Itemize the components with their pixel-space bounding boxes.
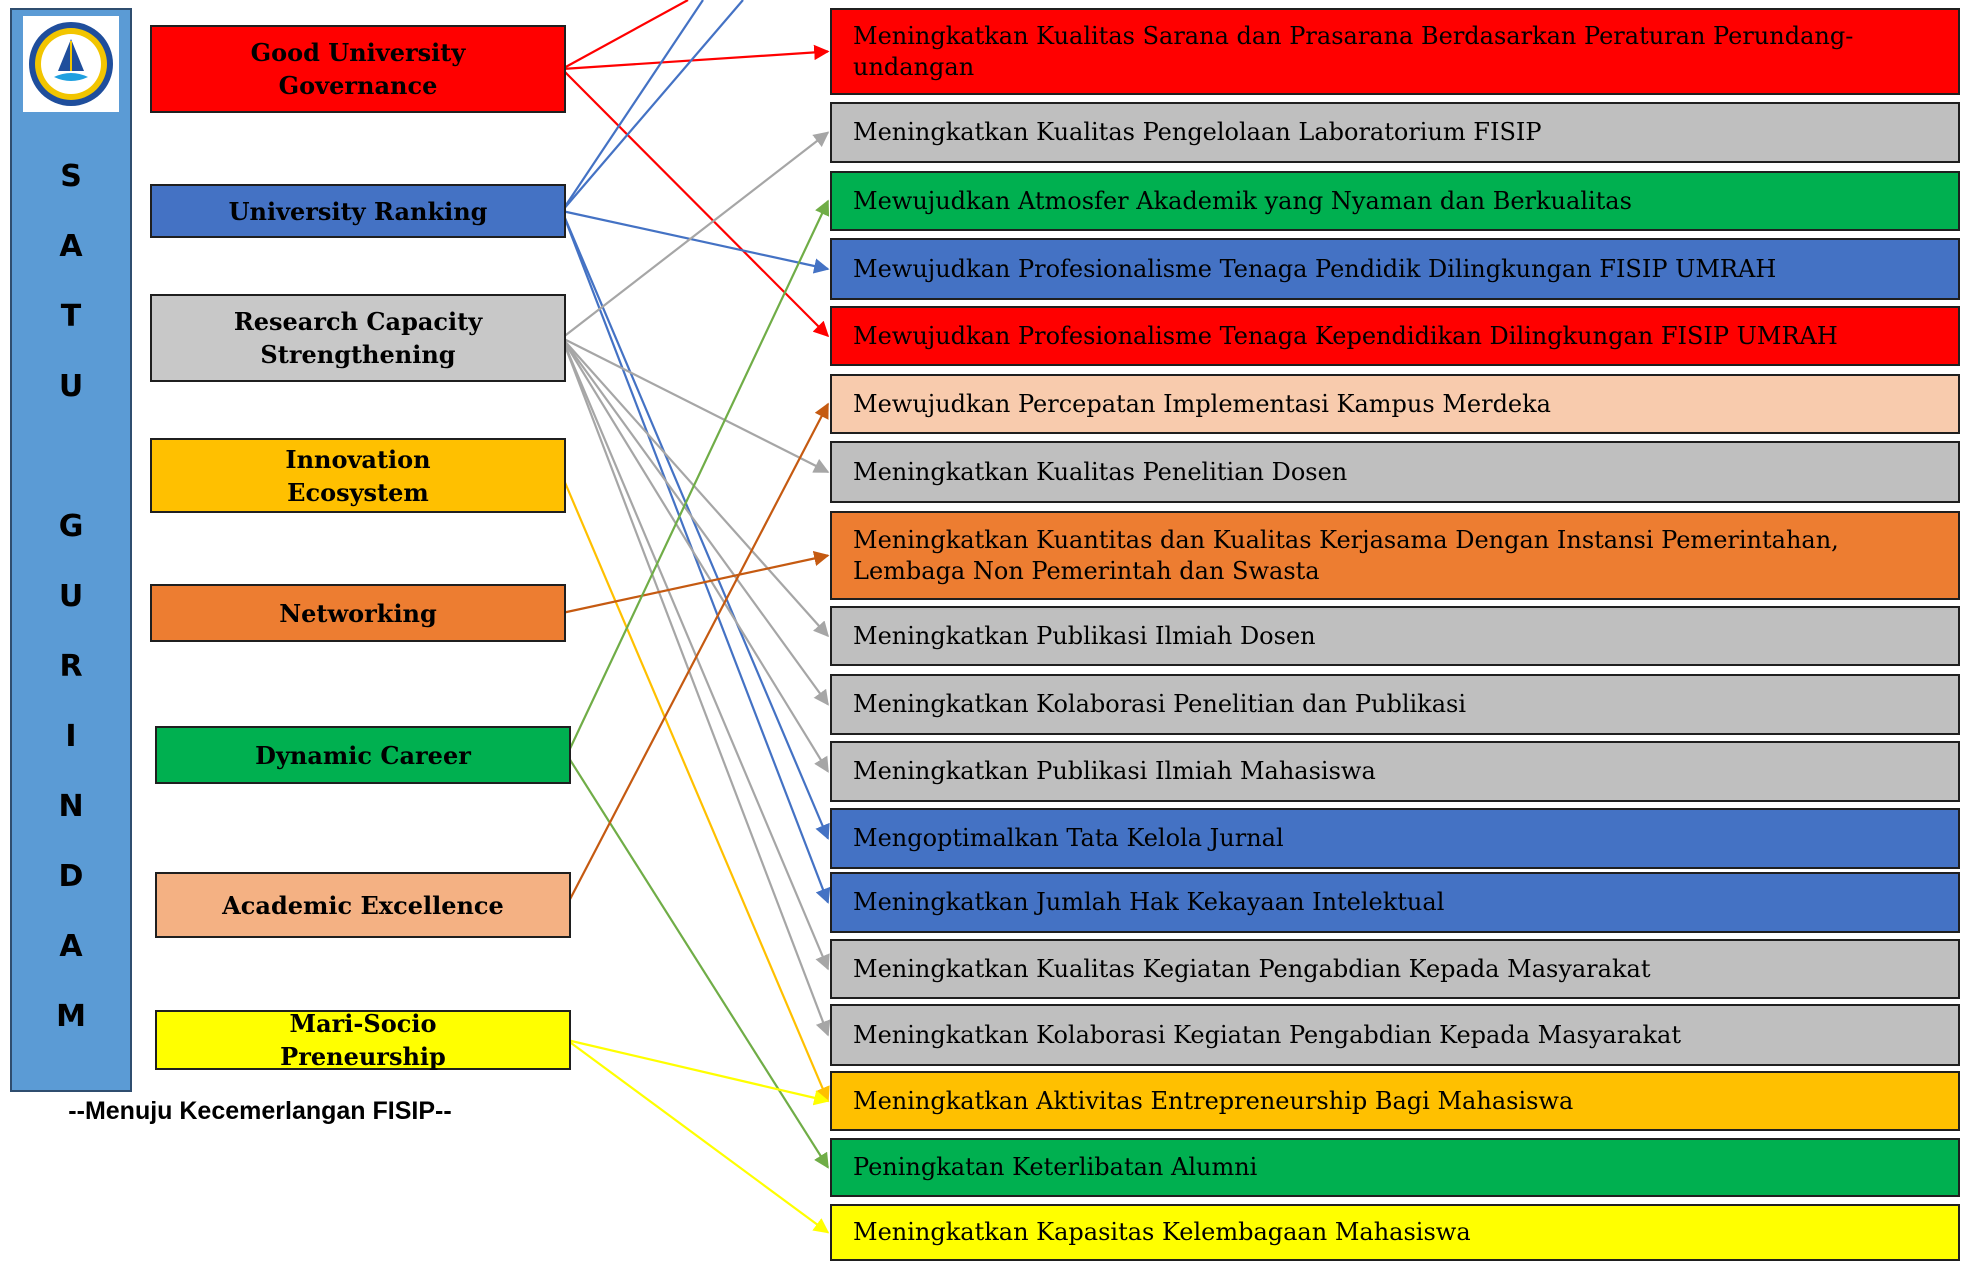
goal-label: Meningkatkan Publikasi Ilmiah Mahasiswa — [853, 757, 1376, 785]
connector-arrow — [566, 402, 829, 906]
goal-label: Mengoptimalkan Tata Kelola Jurnal — [853, 824, 1284, 852]
pillar-label: University Ranking — [228, 196, 488, 226]
goal-label: Meningkatkan Kuantitas dan Kualitas Kerj… — [853, 525, 1839, 585]
connector-arrow — [566, 1039, 830, 1234]
goal-label: Mewujudkan Profesionalisme Tenaga Kepend… — [853, 321, 1838, 350]
motto-letter-a: A — [59, 229, 83, 264]
goal-box: Meningkatkan Kualitas Pengelolaan Labora… — [830, 102, 1960, 163]
connector-arrow — [561, 44, 830, 71]
motto-letter-u: U — [58, 369, 84, 404]
connector-arrow — [561, 0, 744, 212]
connector-arrow — [566, 1038, 830, 1106]
motto-letter-r: R — [59, 649, 83, 684]
connector-arrow — [566, 199, 830, 756]
goal-box: Meningkatkan Publikasi Ilmiah Mahasiswa — [830, 741, 1960, 802]
goal-box: Mewujudkan Profesionalisme Tenaga Pendid… — [830, 238, 1960, 300]
goal-box: Peningkatan Keterlibatan Alumni — [830, 1138, 1960, 1197]
connector-arrow — [561, 550, 830, 615]
motto-letter-space — [12, 422, 130, 492]
pillar-innovation-ecosystem: Innovation Ecosystem — [150, 438, 566, 513]
pillar-research-capacity-strengthening: Research Capacity Strengthening — [150, 294, 566, 382]
motto-letter-t: T — [60, 299, 82, 334]
motto-letter-a: A — [59, 929, 83, 964]
goal-box: Meningkatkan Jumlah Hak Kekayaan Intelek… — [830, 872, 1960, 933]
goal-label: Meningkatkan Kualitas Pengelolaan Labora… — [853, 118, 1542, 146]
connector-arrow — [560, 210, 831, 904]
university-seal-icon — [23, 16, 119, 112]
connector-arrow — [561, 337, 830, 473]
motto-letter-i: I — [65, 719, 77, 754]
motto-letter-g: G — [58, 509, 84, 544]
goal-label: Meningkatkan Kualitas Sarana dan Prasara… — [853, 21, 1854, 81]
goal-box: Mewujudkan Atmosfer Akademik yang Nyaman… — [830, 171, 1960, 231]
goal-label: Meningkatkan Kualitas Kegiatan Pengabdia… — [853, 954, 1651, 983]
pillar-label: Research Capacity Strengthening — [233, 307, 483, 369]
motto-letter-m: M — [56, 999, 86, 1034]
goal-box: Meningkatkan Kolaborasi Kegiatan Pengabd… — [830, 1004, 1960, 1066]
goal-label: Meningkatkan Jumlah Hak Kekayaan Intelek… — [853, 888, 1445, 916]
goal-box: Meningkatkan Kualitas Penelitian Dosen — [830, 441, 1960, 503]
connector-arrow — [561, 0, 689, 70]
connector-arrow — [560, 475, 830, 1103]
goal-box: Meningkatkan Aktivitas Entrepreneurship … — [830, 1071, 1960, 1131]
motto-letter-d: D — [58, 859, 84, 894]
goal-label: Mewujudkan Atmosfer Akademik yang Nyaman… — [853, 186, 1632, 215]
motto-caption: --Menuju Kecemerlangan FISIP-- — [68, 1097, 452, 1125]
connector-arrow — [561, 0, 704, 212]
pillar-dynamic-career: Dynamic Career — [155, 726, 571, 784]
pillar-label: Good University Governance — [250, 38, 466, 100]
connector-arrow — [561, 337, 829, 706]
pillar-academic-excellence: Academic Excellence — [155, 872, 571, 938]
goal-box: Meningkatkan Kuantitas dan Kualitas Kerj… — [830, 511, 1960, 600]
motto-letter-u: U — [58, 579, 84, 614]
connector-arrow — [566, 754, 829, 1169]
goal-box: Meningkatkan Kualitas Sarana dan Prasara… — [830, 8, 1960, 95]
goal-box: Meningkatkan Publikasi Ilmiah Dosen — [830, 606, 1960, 666]
goal-box: Mewujudkan Percepatan Implementasi Kampu… — [830, 374, 1960, 434]
pillar-label: Innovation Ecosystem — [285, 444, 431, 507]
connector-arrow — [561, 337, 829, 773]
goal-label: Mewujudkan Profesionalisme Tenaga Pendid… — [853, 254, 1777, 283]
connector-arrow — [560, 210, 830, 840]
goal-label: Meningkatkan Kolaborasi Penelitian dan P… — [853, 690, 1467, 718]
goal-label: Mewujudkan Percepatan Implementasi Kampu… — [853, 389, 1551, 418]
pillar-networking: Networking — [150, 584, 566, 642]
connector-arrow — [560, 337, 830, 971]
goal-box: Mengoptimalkan Tata Kelola Jurnal — [830, 808, 1960, 869]
goal-label: Meningkatkan Aktivitas Entrepreneurship … — [853, 1086, 1574, 1115]
goal-label: Meningkatkan Publikasi Ilmiah Dosen — [853, 621, 1316, 650]
connector-arrow — [561, 209, 830, 274]
goal-box: Meningkatkan Kapasitas Kelembagaan Mahas… — [830, 1204, 1960, 1261]
pillar-good-university-governance: Good University Governance — [150, 25, 566, 113]
connector-arrow — [561, 131, 830, 339]
connector-arrow — [561, 337, 830, 638]
pillar-label: Mari-Socio Preneurship — [280, 1009, 446, 1071]
connector-arrow — [560, 337, 831, 1037]
goal-box: Mewujudkan Profesionalisme Tenaga Kepend… — [830, 306, 1960, 366]
pillar-label: Academic Excellence — [222, 890, 504, 920]
goal-label: Meningkatkan Kualitas Penelitian Dosen — [853, 457, 1348, 486]
pillar-mari-socio-preneurship: Mari-Socio Preneurship — [155, 1009, 571, 1071]
pillar-label: Dynamic Career — [255, 740, 471, 770]
pillar-label: Networking — [279, 598, 437, 628]
pillar-university-ranking: University Ranking — [150, 184, 566, 238]
goal-box: Meningkatkan Kualitas Kegiatan Pengabdia… — [830, 939, 1960, 999]
motto-letter-s: S — [60, 159, 82, 194]
goal-label: Peningkatan Keterlibatan Alumni — [853, 1153, 1258, 1181]
goal-box: Meningkatkan Kolaborasi Penelitian dan P… — [830, 674, 1960, 735]
connector-arrow — [561, 68, 830, 338]
goal-label: Meningkatkan Kapasitas Kelembagaan Mahas… — [853, 1218, 1471, 1246]
goal-label: Meningkatkan Kolaborasi Kegiatan Pengabd… — [853, 1020, 1681, 1049]
motto-letter-n: N — [58, 789, 84, 824]
